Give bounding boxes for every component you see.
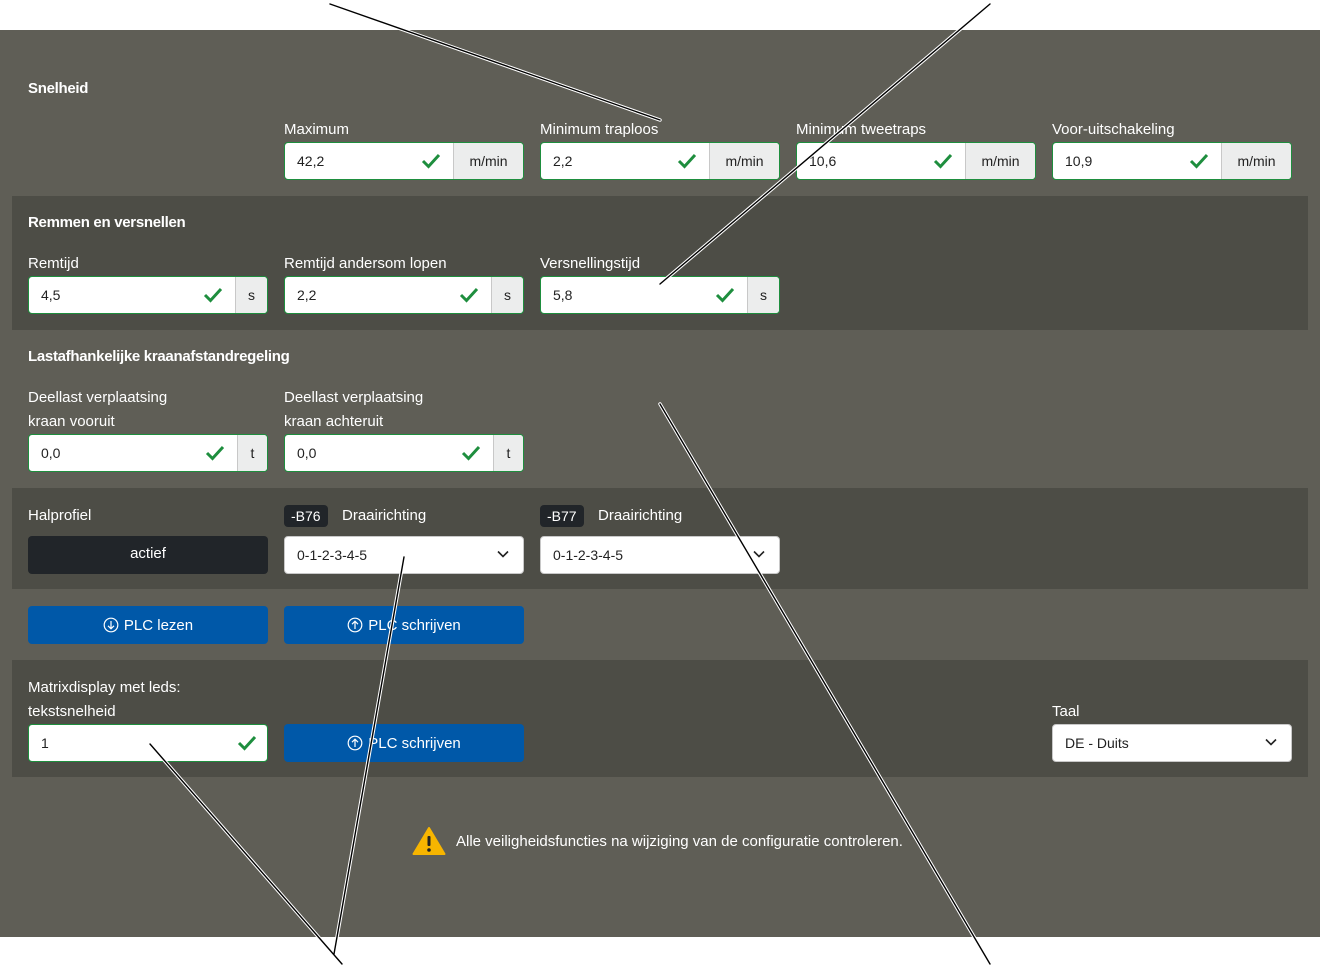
language-select[interactable]: DE - Duits	[1052, 724, 1292, 762]
label-pre-cutoff: Voor-uitschakeling	[1052, 121, 1175, 138]
text-speed-field[interactable]: 1	[28, 724, 268, 762]
b77-direction-select[interactable]: 0-1-2-3-4-5	[540, 536, 780, 574]
reverse-brake-time-value[interactable]: 2,2	[297, 287, 317, 303]
plc-read-button[interactable]: PLC lezen	[28, 606, 268, 644]
valid-check-icon	[461, 445, 481, 461]
arrow-up-circle-icon	[347, 617, 363, 633]
brake-time-field[interactable]: 4,5 s	[28, 276, 268, 314]
hall-profile-toggle-button[interactable]: actief	[28, 536, 268, 574]
label-b77-direction: Draairichting	[598, 507, 683, 524]
label-language: Taal	[1052, 703, 1080, 720]
unit-label: s	[491, 277, 523, 313]
min-two-step-speed-field[interactable]: 10,6 m/min	[796, 142, 1036, 180]
label-b76-direction: Draairichting	[342, 507, 427, 524]
valid-check-icon	[1189, 153, 1209, 169]
unit-label: m/min	[965, 143, 1035, 179]
unit-label: m/min	[453, 143, 523, 179]
valid-check-icon	[421, 153, 441, 169]
chevron-down-icon	[753, 550, 765, 558]
partial-load-backward-value[interactable]: 0,0	[297, 445, 317, 461]
pre-cutoff-speed-value[interactable]: 10,9	[1065, 153, 1093, 169]
label-partial-load-forward-1: Deellast verplaatsing	[28, 389, 168, 406]
valid-check-icon	[203, 287, 223, 303]
maximum-speed-value[interactable]: 42,2	[297, 153, 325, 169]
label-partial-load-backward-1: Deellast verplaatsing	[284, 389, 424, 406]
label-acceleration-time: Versnellingstijd	[540, 255, 641, 272]
warning-icon	[412, 827, 446, 855]
label-min-stepless: Minimum traploos	[540, 121, 659, 138]
section-title-speed: Snelheid	[28, 80, 89, 97]
min-stepless-speed-value[interactable]: 2,2	[553, 153, 573, 169]
arrow-up-circle-icon	[347, 735, 363, 751]
min-stepless-speed-field[interactable]: 2,2 m/min	[540, 142, 780, 180]
valid-check-icon	[677, 153, 697, 169]
unit-label: m/min	[1221, 143, 1291, 179]
acceleration-time-value[interactable]: 5,8	[553, 287, 573, 303]
safety-warning: Alle veiligheidsfuncties na wijziging va…	[412, 826, 903, 856]
valid-check-icon	[237, 735, 257, 751]
label-maximum: Maximum	[284, 121, 350, 138]
label-partial-load-forward-2: kraan vooruit	[28, 413, 115, 430]
reverse-brake-time-field[interactable]: 2,2 s	[284, 276, 524, 314]
valid-check-icon	[715, 287, 735, 303]
partial-load-forward-field[interactable]: 0,0 t	[28, 434, 268, 472]
label-partial-load-backward-2: kraan achteruit	[284, 413, 384, 430]
matrix-plc-write-button[interactable]: PLC schrijven	[284, 724, 524, 762]
acceleration-time-field[interactable]: 5,8 s	[540, 276, 780, 314]
plc-write-button[interactable]: PLC schrijven	[284, 606, 524, 644]
valid-check-icon	[933, 153, 953, 169]
b76-direction-value: 0-1-2-3-4-5	[297, 547, 368, 563]
language-value: DE - Duits	[1065, 735, 1129, 751]
b76-direction-select[interactable]: 0-1-2-3-4-5	[284, 536, 524, 574]
label-reverse-brake-time: Remtijd andersom lopen	[284, 255, 447, 272]
pre-cutoff-speed-field[interactable]: 10,9 m/min	[1052, 142, 1292, 180]
unit-label: t	[493, 435, 523, 471]
label-hall-profile: Halprofiel	[28, 507, 92, 524]
b76-badge: -B76	[284, 505, 328, 527]
unit-label: m/min	[709, 143, 779, 179]
label-matrix-display-1: Matrixdisplay met leds:	[28, 679, 181, 696]
plc-write-label: PLC schrijven	[368, 616, 461, 634]
text-speed-value[interactable]: 1	[41, 735, 49, 751]
chevron-down-icon	[1265, 738, 1277, 746]
matrix-plc-write-label: PLC schrijven	[368, 734, 461, 752]
chevron-down-icon	[497, 550, 509, 558]
brake-time-value[interactable]: 4,5	[41, 287, 61, 303]
b77-badge: -B77	[540, 505, 584, 527]
section-title-braking: Remmen en versnellen	[28, 214, 186, 231]
maximum-speed-field[interactable]: 42,2 m/min	[284, 142, 524, 180]
valid-check-icon	[459, 287, 479, 303]
label-min-two-step: Minimum tweetraps	[796, 121, 927, 138]
label-brake-time: Remtijd	[28, 255, 79, 272]
partial-load-forward-value[interactable]: 0,0	[41, 445, 61, 461]
b77-direction-value: 0-1-2-3-4-5	[553, 547, 624, 563]
plc-read-label: PLC lezen	[123, 616, 194, 634]
unit-label: s	[235, 277, 267, 313]
valid-check-icon	[205, 445, 225, 461]
unit-label: t	[237, 435, 267, 471]
arrow-down-circle-icon	[103, 617, 119, 633]
section-title-load: Lastafhankelijke kraanafstandregeling	[28, 348, 290, 365]
unit-label: s	[747, 277, 779, 313]
label-matrix-display-2: tekstsnelheid	[28, 703, 116, 720]
safety-warning-text: Alle veiligheidsfuncties na wijziging va…	[456, 832, 903, 850]
partial-load-backward-field[interactable]: 0,0 t	[284, 434, 524, 472]
configuration-panel: Snelheid Maximum 42,2 m/min Minimum trap…	[0, 30, 1320, 937]
